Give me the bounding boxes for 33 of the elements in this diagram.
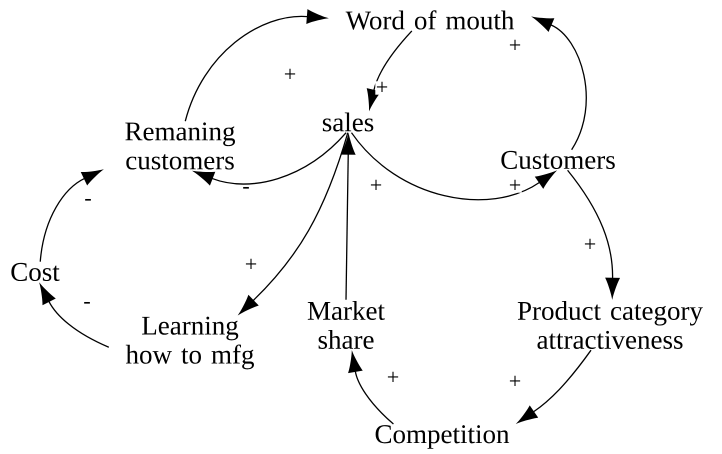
variable-label: Customers — [501, 150, 615, 170]
polarity-sign: - — [242, 186, 250, 194]
arrow — [348, 352, 394, 424]
polarity-sign: + — [508, 39, 522, 53]
variable-label: sales — [322, 112, 374, 132]
arrow — [366, 30, 412, 110]
polarity-sign: + — [583, 238, 597, 252]
arrow — [40, 170, 102, 262]
arrow — [341, 134, 356, 300]
polarity-sign: + — [508, 375, 522, 389]
polarity-sign: + — [386, 371, 400, 385]
arrow — [533, 16, 587, 150]
variable-label: Remaning customers — [125, 122, 235, 170]
variable-label: Product category attractiveness — [518, 300, 703, 349]
polarity-sign: + — [375, 81, 389, 95]
arrow — [350, 132, 556, 200]
arrow — [184, 10, 327, 122]
arrow — [567, 170, 620, 298]
polarity-sign: + — [283, 68, 297, 82]
polarity-sign: + — [244, 258, 258, 272]
arrow — [194, 132, 347, 186]
arrow — [518, 350, 592, 423]
polarity-sign: - — [82, 301, 92, 308]
polarity-sign: + — [508, 179, 522, 193]
variable-label: Learning how to mfg — [126, 316, 254, 370]
arrow — [40, 284, 110, 348]
variable-label: Cost — [11, 262, 60, 282]
polarity-sign: - — [84, 198, 92, 206]
polarity-sign: + — [369, 179, 383, 193]
variable-label: Competition — [376, 425, 510, 449]
arrow — [239, 132, 348, 314]
variable-label: Market share — [308, 300, 385, 349]
variable-label: Word of mouth — [346, 10, 514, 30]
